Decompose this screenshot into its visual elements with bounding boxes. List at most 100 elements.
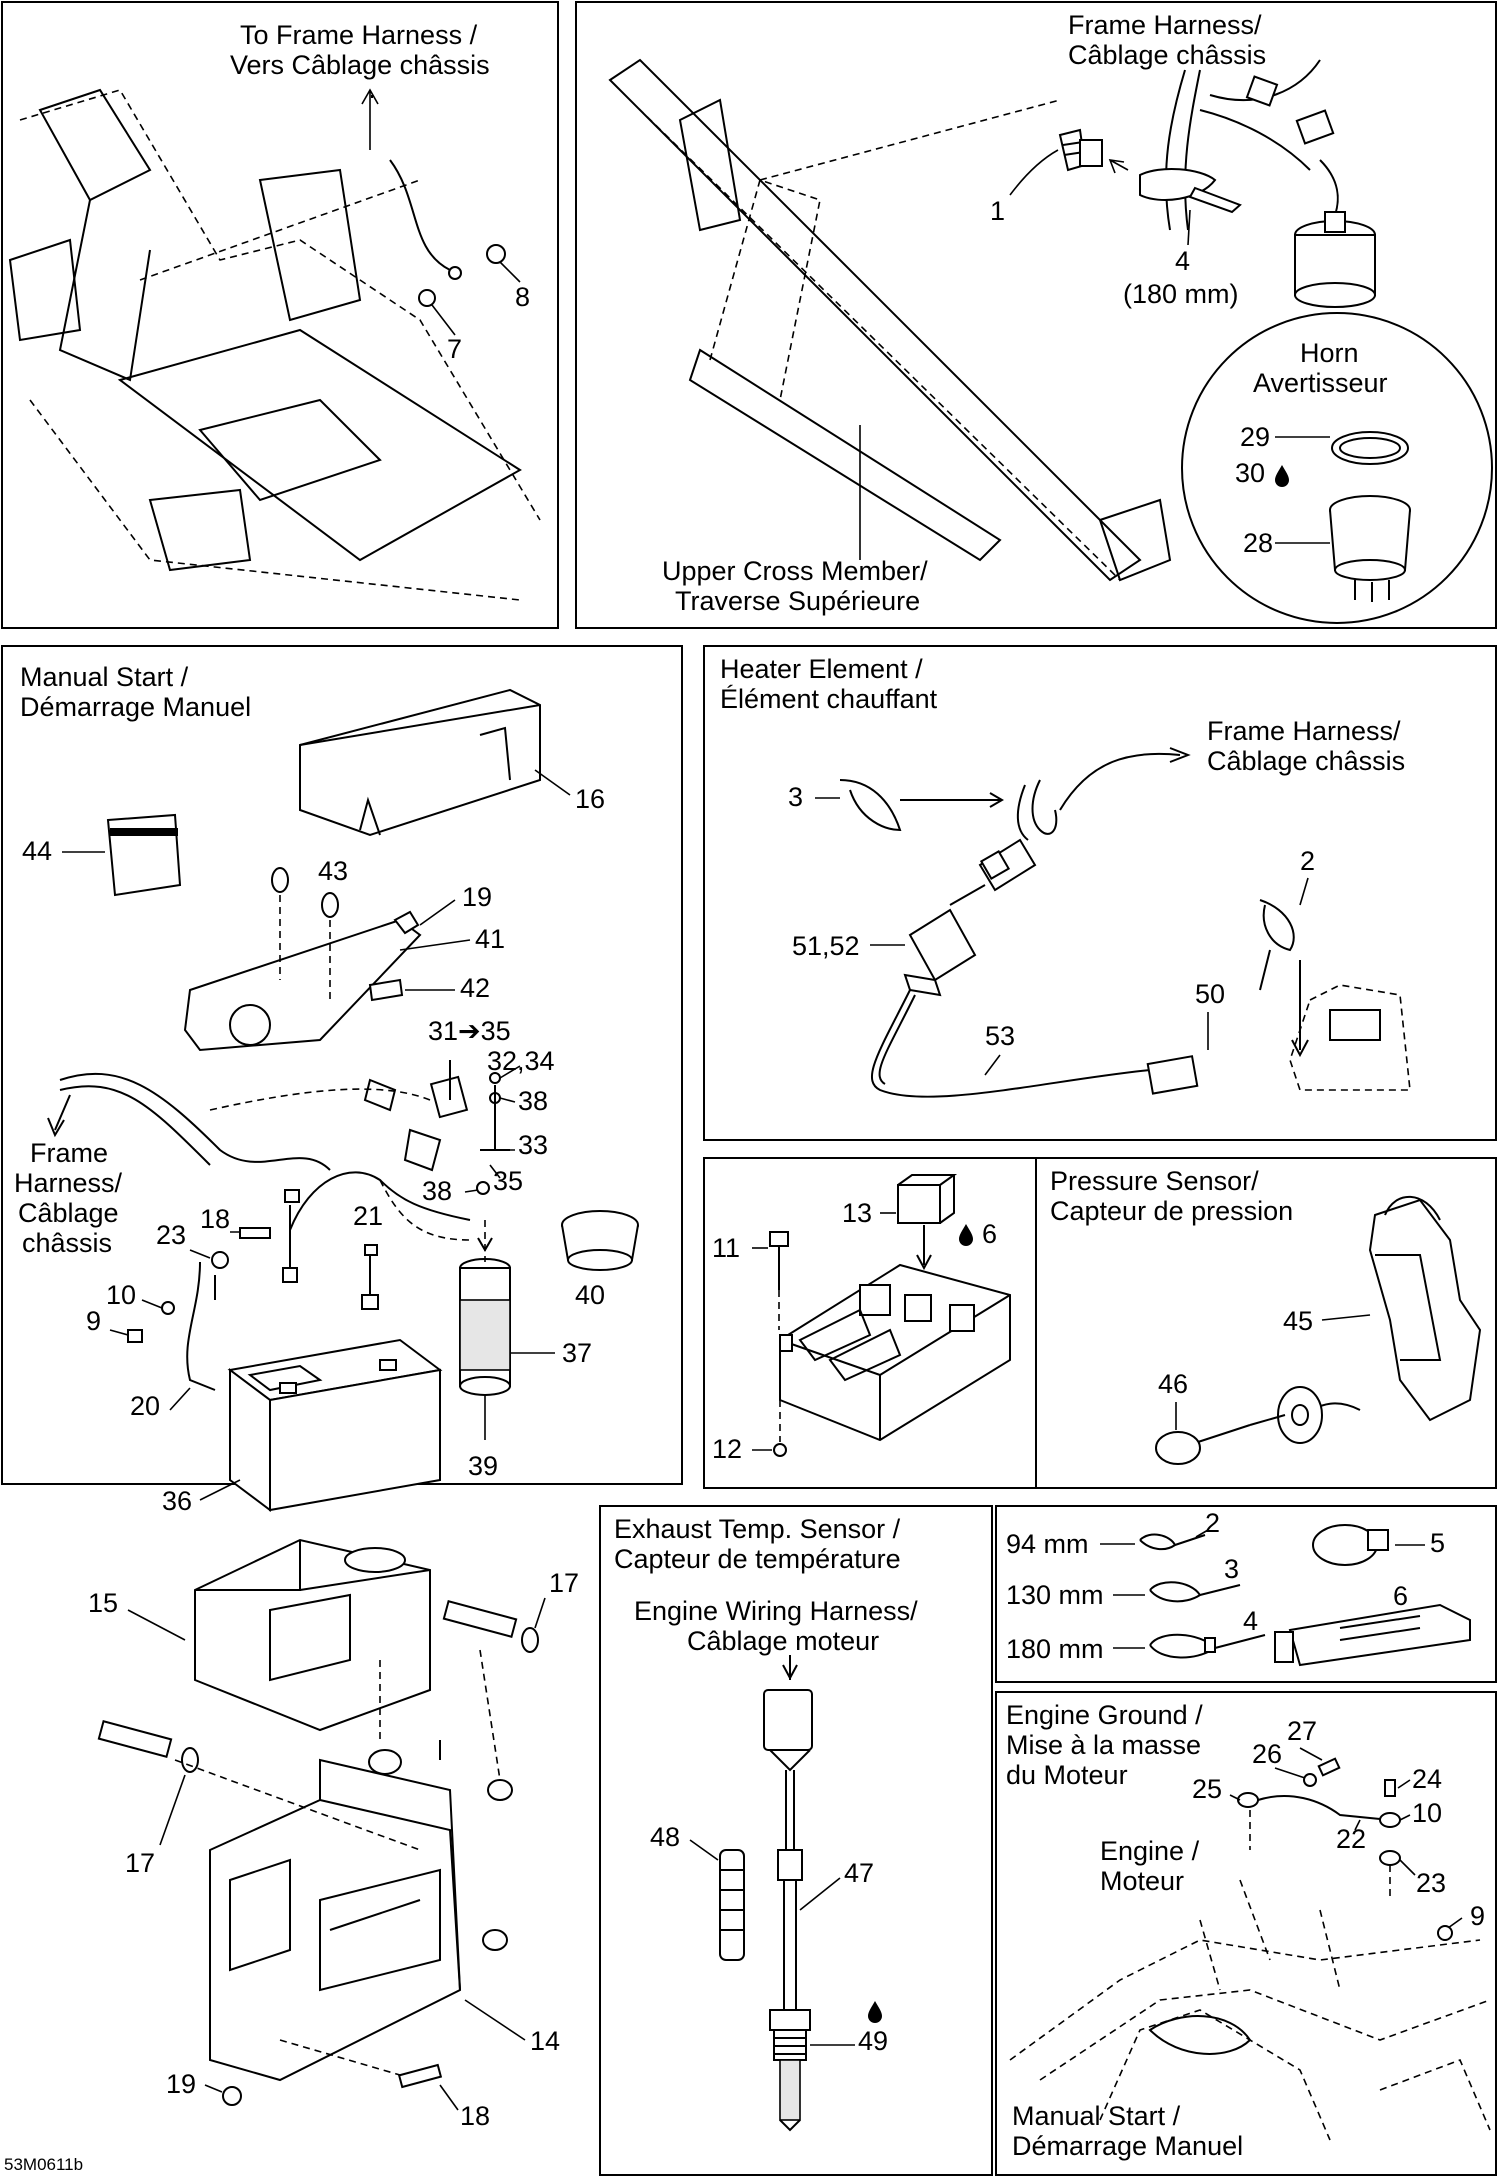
member-title-2: Traverse Supérieure bbox=[675, 586, 920, 616]
battery bbox=[227, 1338, 443, 1512]
callout-7: 7 bbox=[447, 334, 462, 364]
callout-24: 24 bbox=[1412, 1764, 1442, 1794]
callout-38-top: 38 bbox=[518, 1086, 548, 1116]
heater-title-1: Heater Element / bbox=[720, 654, 923, 684]
callout-33: 33 bbox=[518, 1130, 548, 1160]
callout-27: 27 bbox=[1287, 1716, 1317, 1746]
callout-43: 43 bbox=[318, 856, 348, 886]
callout-51-52: 51,52 bbox=[792, 931, 860, 961]
battery-bracket bbox=[209, 1758, 462, 2082]
engine-ground-title-2: Mise à la masse bbox=[1006, 1730, 1201, 1760]
callout-46: 46 bbox=[1158, 1369, 1188, 1399]
callout-17-left: 17 bbox=[125, 1848, 155, 1878]
panel-engine-ground: Engine Ground / Mise à la masse du Moteu… bbox=[995, 1691, 1497, 2176]
frame-sketch bbox=[8, 88, 541, 601]
tie-num-4: 4 bbox=[1243, 1606, 1258, 1636]
callout-45: 45 bbox=[1283, 1306, 1313, 1336]
engine-label-2: Moteur bbox=[1100, 1866, 1184, 1896]
callout-25: 25 bbox=[1192, 1774, 1222, 1804]
panel-heater: Heater Element / Élément chauffant Frame… bbox=[703, 645, 1497, 1141]
push-rivet bbox=[1058, 128, 1103, 172]
horn-frame-title-1: Frame Harness/ bbox=[1068, 10, 1262, 40]
tie-num-3: 3 bbox=[1224, 1554, 1239, 1584]
callout-11: 11 bbox=[712, 1233, 740, 1263]
engine-ground-title-1: Engine Ground / bbox=[1006, 1700, 1203, 1730]
frame-ground-title-2: Vers Câblage châssis bbox=[230, 50, 490, 80]
callout-13: 13 bbox=[842, 1198, 872, 1228]
harness-label-2: Harness/ bbox=[14, 1168, 123, 1198]
callout-10: 10 bbox=[106, 1280, 136, 1310]
callout-48: 48 bbox=[650, 1822, 680, 1852]
tie-size-130: 130 mm bbox=[1006, 1580, 1104, 1610]
harness-label-1: Frame bbox=[30, 1138, 108, 1168]
callout-9: 9 bbox=[86, 1306, 101, 1336]
callout-3-heater: 3 bbox=[788, 782, 803, 812]
callout-2-heater: 2 bbox=[1300, 846, 1315, 876]
callout-6-tube: 6 bbox=[1393, 1581, 1408, 1611]
callout-36: 36 bbox=[162, 1486, 192, 1516]
figure-code: 53M0611b bbox=[4, 2155, 83, 2174]
callout-1: 1 bbox=[990, 196, 1005, 226]
callout-40: 40 bbox=[575, 1280, 605, 1310]
pressure-title-1: Pressure Sensor/ bbox=[1050, 1166, 1259, 1196]
callout-31-35: 31➔35 bbox=[428, 1016, 511, 1046]
callout-42: 42 bbox=[460, 973, 490, 1003]
callout-19-bottom: 19 bbox=[166, 2069, 196, 2099]
callout-50: 50 bbox=[1195, 979, 1225, 1009]
callout-35: 35 bbox=[493, 1166, 523, 1196]
callout-20: 20 bbox=[130, 1391, 160, 1421]
callout-8: 8 bbox=[515, 282, 530, 312]
panel-frame-ground: To Frame Harness / Vers Câblage châssis … bbox=[1, 1, 559, 629]
callout-18: 18 bbox=[200, 1204, 230, 1234]
tie-num-2: 2 bbox=[1205, 1508, 1220, 1538]
horn-frame-title-2: Câblage châssis bbox=[1068, 40, 1266, 70]
callout-53: 53 bbox=[985, 1021, 1015, 1051]
frame-harness-cable bbox=[1139, 59, 1339, 231]
callout-12: 12 bbox=[712, 1434, 742, 1464]
heater-title-2: Élément chauffant bbox=[720, 684, 938, 714]
panel-pressure-sensor: Pressure Sensor/ Capteur de pression 45 … bbox=[1035, 1157, 1497, 1489]
panel-exhaust-sensor: Exhaust Temp. Sensor / Capteur de tempér… bbox=[599, 1505, 993, 2176]
callout-39: 39 bbox=[468, 1451, 498, 1481]
callout-23-ground: 23 bbox=[1416, 1868, 1446, 1898]
harness-label-3: Câblage bbox=[18, 1198, 119, 1228]
heater-frame-1: Frame Harness/ bbox=[1207, 716, 1401, 746]
callout-41: 41 bbox=[475, 924, 505, 954]
callout-38-lower: 38 bbox=[422, 1176, 452, 1206]
engine-ground-title-3: du Moteur bbox=[1006, 1760, 1128, 1790]
battery-box-assembly: 15 17 17 14 19 18 bbox=[88, 1538, 579, 2131]
engine-ground-manual-1: Manual Start / bbox=[1012, 2101, 1181, 2131]
engine-ground-manual-2: Démarrage Manuel bbox=[1012, 2131, 1243, 2161]
exhaust-title-1: Exhaust Temp. Sensor / bbox=[614, 1514, 901, 1544]
exhaust-title-2: Capteur de température bbox=[614, 1544, 901, 1574]
panel-manual-start: Manual Start / Démarrage Manuel 16 44 43… bbox=[1, 645, 683, 1516]
callout-26: 26 bbox=[1252, 1739, 1282, 1769]
callout-47: 47 bbox=[844, 1858, 874, 1888]
callout-19: 19 bbox=[462, 882, 492, 912]
callout-4: 4 bbox=[1175, 246, 1190, 276]
callout-14: 14 bbox=[530, 2026, 560, 2056]
callout-30: 30 bbox=[1235, 458, 1265, 488]
panel-fuse-box: 13 6 11 12 bbox=[703, 1157, 1059, 1489]
callout-23: 23 bbox=[156, 1220, 186, 1250]
manual-title-1: Manual Start / bbox=[20, 662, 189, 692]
manual-title-2: Démarrage Manuel bbox=[20, 692, 251, 722]
callout-4-length: (180 mm) bbox=[1123, 279, 1239, 309]
horn-title-1: Horn bbox=[1300, 338, 1359, 368]
panel-horn: Frame Harness/ Câblage châssis bbox=[575, 1, 1497, 629]
callout-6-fuse: 6 bbox=[982, 1219, 997, 1249]
callout-21: 21 bbox=[353, 1201, 383, 1231]
callout-22: 22 bbox=[1336, 1824, 1366, 1854]
frame-ground-title-1: To Frame Harness / bbox=[240, 20, 478, 50]
callout-18-bottom: 18 bbox=[460, 2101, 490, 2131]
callout-10-ground: 10 bbox=[1412, 1798, 1442, 1828]
callout-16: 16 bbox=[575, 784, 605, 814]
callout-44: 44 bbox=[22, 836, 52, 866]
horn-detail-circle: Horn Avertisseur 29 30 28 bbox=[1181, 312, 1493, 624]
pressure-title-2: Capteur de pression bbox=[1050, 1196, 1293, 1226]
member-title-1: Upper Cross Member/ bbox=[662, 556, 928, 586]
heater-frame-2: Câblage châssis bbox=[1207, 746, 1405, 776]
callout-37: 37 bbox=[562, 1338, 592, 1368]
callout-49: 49 bbox=[858, 2026, 888, 2056]
